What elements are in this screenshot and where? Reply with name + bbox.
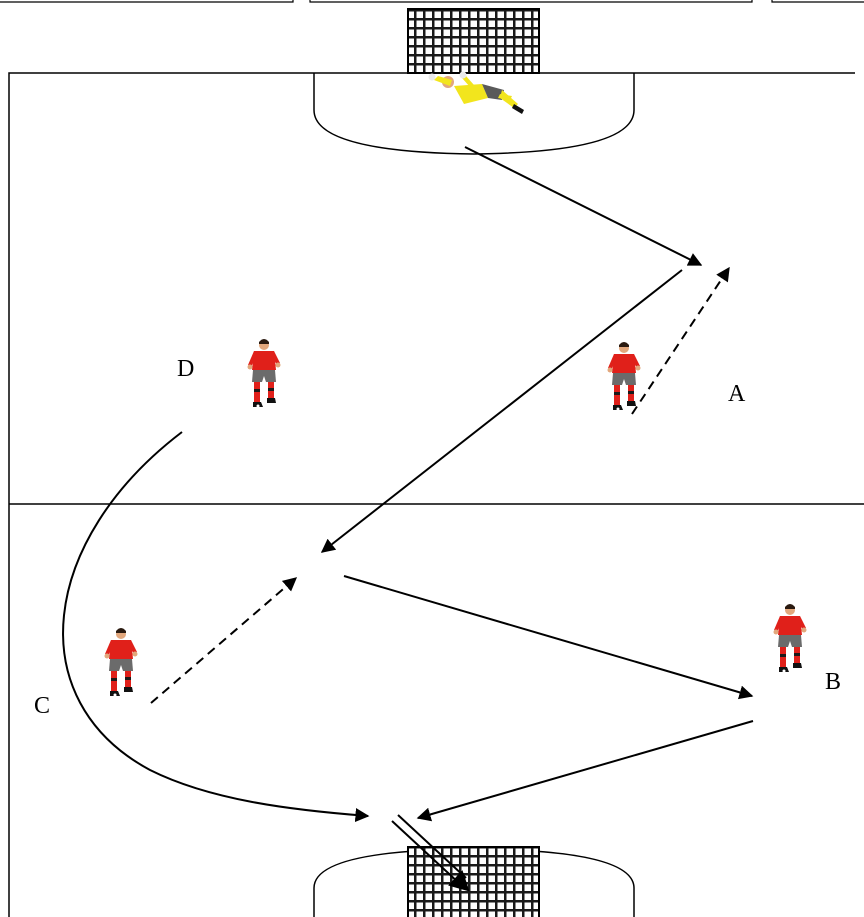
player-icon xyxy=(773,604,807,673)
dashed-run-arrow xyxy=(631,266,730,415)
player-label-c: C xyxy=(34,693,51,719)
goal-net-icon xyxy=(407,846,540,917)
pass-arrow xyxy=(416,720,754,822)
top-divider-boxes xyxy=(0,0,864,3)
top-goal-area xyxy=(313,73,635,155)
movement-arrows xyxy=(62,146,754,823)
player-icon xyxy=(247,339,281,408)
pitch-outline xyxy=(8,72,864,917)
pass-arrow xyxy=(464,146,703,266)
player-icon xyxy=(104,628,138,697)
dashed-run-arrow xyxy=(150,577,298,704)
shot-arrow xyxy=(391,814,470,892)
player-label-b: B xyxy=(825,669,842,695)
player-icon xyxy=(607,342,641,411)
pass-arrow xyxy=(343,575,754,700)
run-arrow xyxy=(62,431,370,823)
pass-arrow xyxy=(320,269,683,553)
dashed-runs xyxy=(150,266,730,704)
player-label-d: D xyxy=(177,356,195,382)
goal-net-icon xyxy=(407,8,540,74)
player-label-a: A xyxy=(728,381,746,407)
goalkeeper-icon xyxy=(428,71,524,114)
